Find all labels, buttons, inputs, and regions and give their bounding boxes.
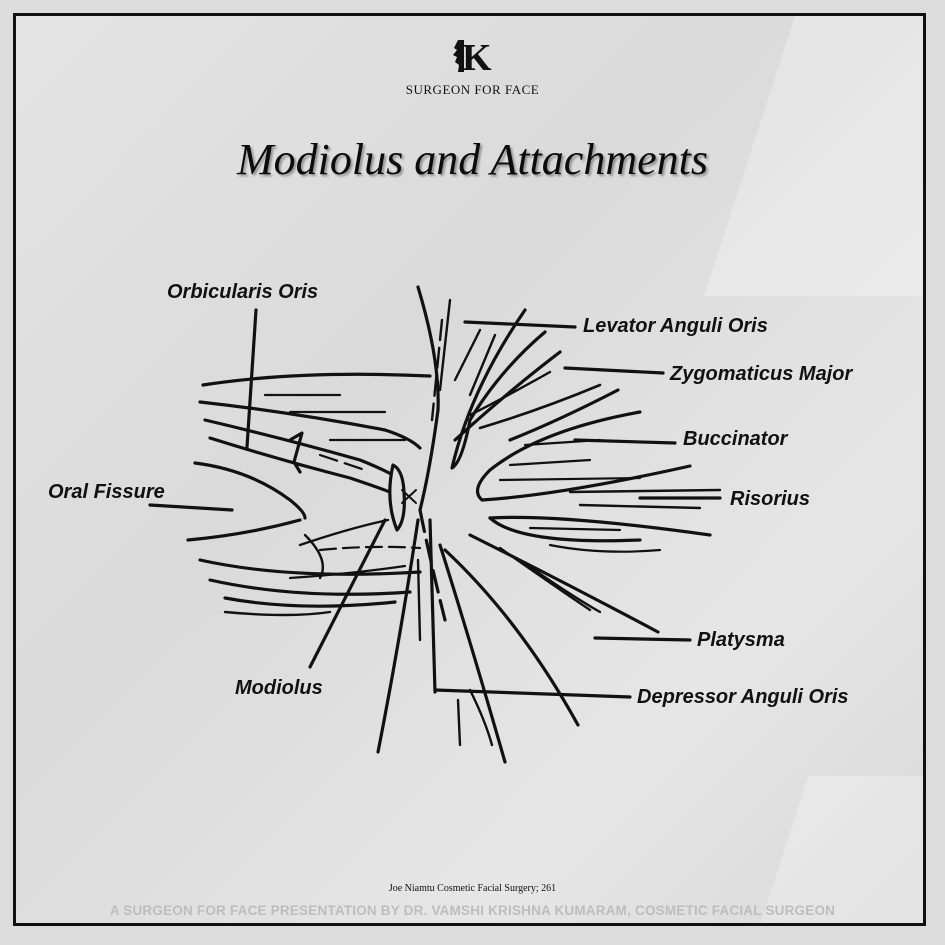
footer-watermark: A SURGEON FOR FACE PRESENTATION BY DR. V… [109,903,836,918]
label-platysma: Platysma [697,629,785,651]
page-title: Modiolus and Attachments [237,135,708,184]
label-risorius: Risorius [730,488,810,510]
surgeon-for-face-logo-icon: K [453,37,492,76]
label-buccinator: Buccinator [683,428,789,450]
label-oral-fissure: Oral Fissure [48,481,165,503]
slide-frame [13,13,926,926]
muscle-fibers [148,285,722,764]
label-levator-anguli-oris: Levator Anguli Oris [583,315,768,337]
anatomy-labels: Orbicularis Oris Oral Fissure Modiolus L… [48,281,853,708]
label-modiolus: Modiolus [235,677,323,699]
label-depressor-anguli-oris: Depressor Anguli Oris [637,686,849,708]
citation: Joe Niamtu Cosmetic Facial Surgery; 261 [388,883,557,894]
logo-letter: K [462,37,492,76]
label-zygomaticus-major: Zygomaticus Major [669,363,853,385]
label-orbicularis-oris: Orbicularis Oris [167,281,318,303]
brand-tagline: SURGEON FOR FACE [405,82,540,97]
